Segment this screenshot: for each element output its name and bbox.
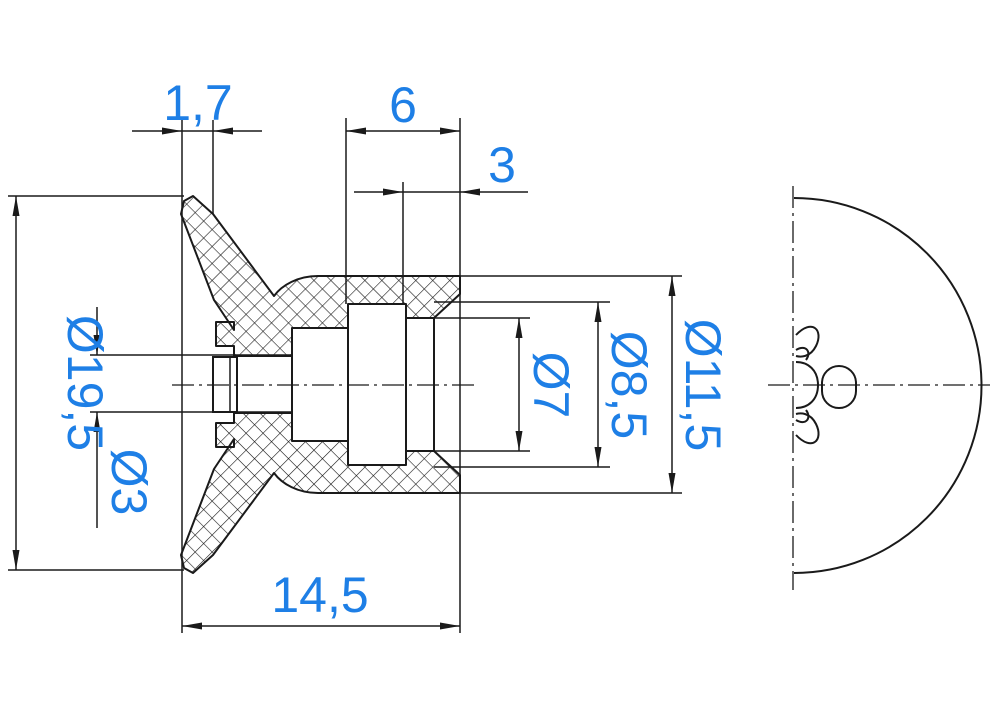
end-view <box>768 186 990 590</box>
dimension-lines <box>12 127 676 630</box>
section-upper-half <box>180 195 461 357</box>
dim-label-outer-diameter: Ø19,5 <box>57 315 113 451</box>
section-view <box>172 195 478 574</box>
dim-label-step-length: 3 <box>488 137 516 193</box>
dim-label-bore-length: 6 <box>389 77 417 133</box>
end-view-slot-right <box>821 365 857 409</box>
end-view-slot-lower-inner <box>795 409 810 424</box>
end-view-slot-center <box>795 361 820 409</box>
end-view-slot-upper-inner <box>795 346 810 361</box>
dimension-labels: 1,7 6 3 Ø19,5 Ø3 14,5 Ø7 Ø8,5 Ø11,5 <box>57 75 731 623</box>
dim-label-overall-length: 14,5 <box>271 567 368 623</box>
extension-lines <box>8 118 682 633</box>
dim-label-flange-thickness: 1,7 <box>163 75 233 131</box>
dim-label-hole-diameter: Ø3 <box>101 449 157 516</box>
end-view-slot-lower <box>795 412 820 445</box>
end-view-slot-upper <box>795 325 820 358</box>
section-lower-half <box>180 412 461 574</box>
dim-label-inner-diameter: Ø7 <box>523 352 579 419</box>
dim-label-bore-diameter: Ø8,5 <box>601 331 657 439</box>
dim-label-body-diameter: Ø11,5 <box>675 319 731 452</box>
